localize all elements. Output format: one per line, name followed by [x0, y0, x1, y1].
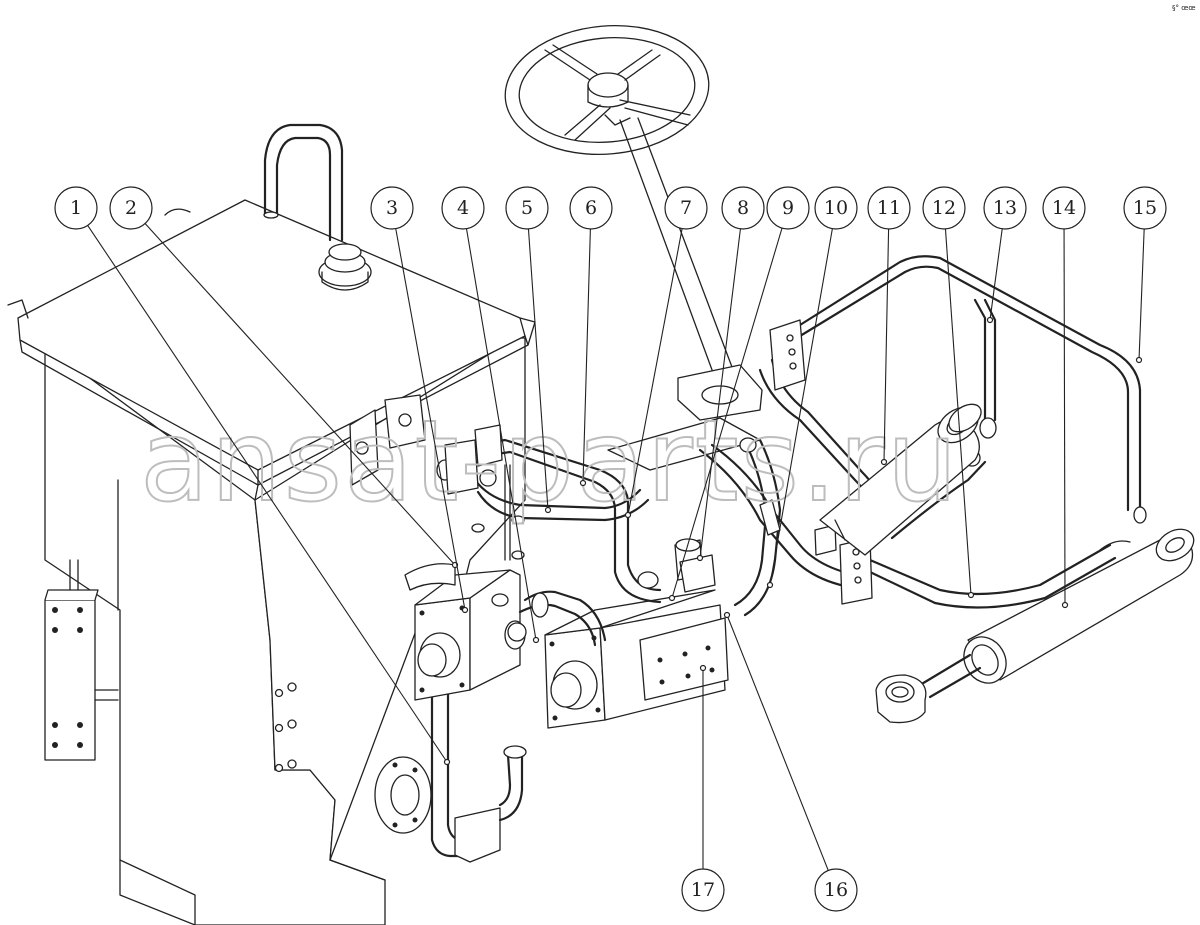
callout-number-1: 1 [70, 197, 82, 219]
callout-8: 8 [696, 186, 765, 562]
leader-point-13 [986, 316, 994, 324]
callout-number-11: 11 [877, 197, 901, 219]
leader-point-8 [696, 554, 704, 562]
callout-balloon-10 [814, 186, 858, 230]
leader-point-7 [624, 511, 632, 519]
leader-line-12 [944, 228, 972, 596]
callout-12: 12 [922, 186, 975, 599]
callout-14: 14 [1042, 186, 1086, 609]
callout-balloon-8 [721, 186, 765, 230]
leader-point-14 [1061, 601, 1069, 609]
leader-line-10 [769, 228, 833, 586]
callout-balloon-7 [664, 186, 708, 230]
leader-point-6 [579, 479, 587, 487]
callout-number-13: 13 [993, 197, 1017, 219]
callout-5: 5 [505, 186, 552, 514]
callout-balloon-17 [681, 868, 725, 912]
leader-line-5 [527, 228, 549, 511]
callout-10: 10 [766, 186, 858, 589]
callout-6: 6 [569, 186, 613, 487]
callout-balloon-5 [505, 186, 549, 230]
callout-number-14: 14 [1052, 197, 1076, 219]
callout-3: 3 [370, 186, 469, 614]
callout-15: 15 [1123, 186, 1167, 364]
callout-balloon-16 [814, 868, 858, 912]
callout-7: 7 [624, 186, 708, 519]
leader-line-8 [699, 228, 741, 559]
callout-number-3: 3 [386, 197, 398, 219]
leader-point-16 [723, 611, 731, 619]
callout-number-12: 12 [932, 197, 956, 219]
callout-17: 17 [681, 664, 725, 912]
callout-number-2: 2 [125, 197, 137, 219]
callout-balloon-1 [54, 186, 98, 230]
leader-line-4 [465, 228, 537, 641]
leader-point-1 [443, 758, 451, 766]
callout-number-9: 9 [782, 197, 794, 219]
callout-2: 2 [109, 186, 459, 569]
callout-number-17: 17 [691, 879, 715, 901]
leader-point-10 [766, 581, 774, 589]
leader-line-3 [395, 228, 466, 611]
callout-balloon-11 [867, 186, 911, 230]
leader-point-11 [880, 458, 888, 466]
corner-mark: §° œœ [1172, 4, 1196, 12]
leader-line-11 [883, 228, 890, 463]
callout-9: 9 [668, 186, 810, 602]
leader-point-17 [699, 664, 707, 672]
leader-line-9 [671, 227, 783, 599]
leader-line-14 [1063, 228, 1066, 606]
callout-balloon-3 [370, 186, 414, 230]
leader-point-12 [967, 591, 975, 599]
callout-balloon-14 [1042, 186, 1086, 230]
leader-point-9 [668, 594, 676, 602]
leader-point-15 [1135, 356, 1143, 364]
callout-balloon-4 [441, 186, 485, 230]
callout-balloon-12 [922, 186, 966, 230]
pump-left [404, 563, 526, 701]
callout-balloon-6 [569, 186, 613, 230]
callout-balloon-13 [983, 186, 1027, 230]
leader-line-2 [144, 223, 456, 566]
callout-number-4: 4 [457, 197, 469, 219]
callout-4: 4 [441, 186, 540, 644]
callout-11: 11 [867, 186, 911, 466]
steering-cylinder-upper [819, 403, 982, 556]
pump-right [544, 538, 729, 729]
callout-13: 13 [983, 186, 1027, 324]
leader-line-6 [582, 228, 591, 484]
callout-number-8: 8 [737, 197, 749, 219]
callout-number-7: 7 [680, 197, 692, 219]
steering-cylinder-lower [875, 528, 1195, 724]
leader-line-15 [1138, 228, 1145, 361]
leader-point-4 [532, 636, 540, 644]
leader-line-13 [989, 228, 1003, 321]
callout-balloon-9 [766, 186, 810, 230]
leader-line-7 [627, 228, 683, 516]
callout-balloon-15 [1123, 186, 1167, 230]
callout-number-6: 6 [585, 197, 597, 219]
leader-line-1 [87, 225, 448, 763]
callout-16: 16 [723, 611, 858, 912]
leader-point-5 [544, 506, 552, 514]
leader-point-3 [461, 606, 469, 614]
leader-line-16 [726, 614, 829, 871]
callout-number-15: 15 [1133, 197, 1157, 219]
callout-balloon-2 [109, 186, 153, 230]
callout-1: 1 [54, 186, 451, 766]
callout-number-10: 10 [824, 197, 848, 219]
callout-number-5: 5 [521, 197, 533, 219]
callout-number-16: 16 [824, 879, 848, 901]
